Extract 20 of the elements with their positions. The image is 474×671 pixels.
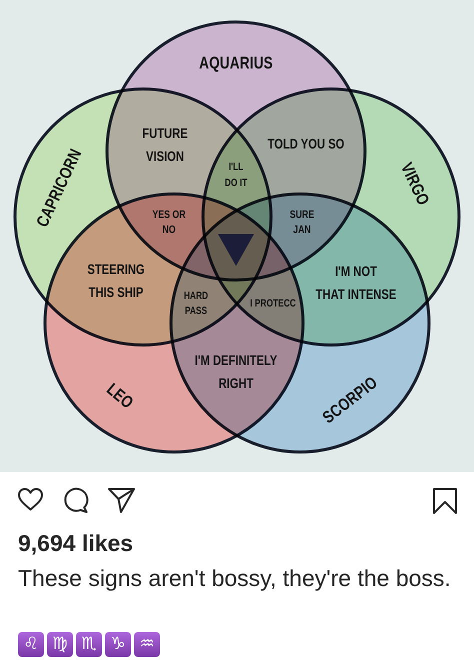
zodiac-emoji: ♍: [47, 632, 73, 657]
overlap-label: SURE JAN: [290, 208, 314, 238]
overlap-label: I'LL DO IT: [224, 160, 248, 191]
overlap-label: I'M NOT THAT INTENSE: [316, 262, 396, 304]
zodiac-emoji: ♑: [105, 632, 131, 657]
overlap-label: I'M DEFINITELY RIGHT: [194, 351, 278, 393]
overlap-label: YES OR NO: [152, 208, 186, 238]
circle-title: LEO: [103, 380, 137, 412]
overlap-label: FUTURE VISION: [142, 124, 188, 166]
overlap-label: I PROTECC: [250, 296, 296, 312]
zodiac-emoji: ♌: [18, 632, 44, 657]
zodiac-emoji: ♏: [76, 632, 102, 657]
circle-title: AQUARIUS: [199, 54, 273, 72]
circle-title: VIRGO: [396, 160, 434, 208]
zodiac-emoji: ♒: [134, 632, 160, 657]
like-count: 9,694 likes: [18, 530, 134, 556]
overlap-label: STEERING THIS SHIP: [87, 260, 145, 302]
post-caption: These signs aren't bossy, they're the boss.: [18, 564, 452, 593]
overlap-label: HARD PASS: [184, 289, 208, 319]
overlap-label: TOLD YOU SO: [268, 134, 344, 154]
